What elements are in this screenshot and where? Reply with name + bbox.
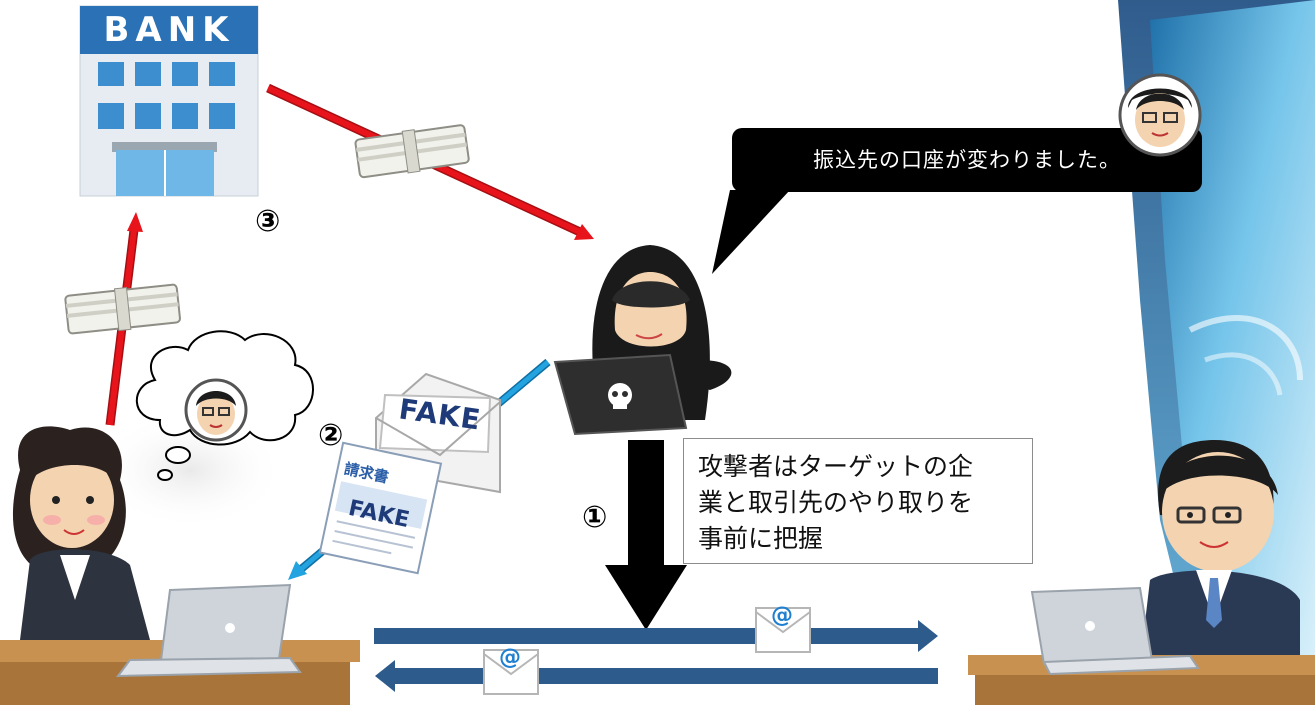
business-partner-icon [968,440,1315,705]
email-envelope-icon [755,607,811,653]
invoice-icon [318,441,443,575]
email-flow-arrows [374,620,938,692]
bank-sign: BANK [80,6,258,54]
step-three-label: ③ [255,204,281,239]
money-bundle-icon [354,124,470,179]
intercept-arrow [605,440,687,630]
note-box: 攻撃者はターゲットの企 業と取引先のやり取りを 事前に把握 [683,438,1033,564]
email-at-symbol: @ [771,603,793,628]
email-envelope-icon [483,649,539,695]
avatar-icon [1118,73,1202,157]
hacker-icon [553,245,732,436]
victim-employee-icon [0,426,360,705]
step-one-label: ① [582,500,608,535]
speech-bubble [712,128,1202,274]
step-two-label: ② [318,418,344,453]
avatar-icon [184,378,248,442]
money-bundle-icon [64,283,181,335]
note-line: 攻撃者はターゲットの企 [698,452,974,481]
note-line: 業と取引先のやり取りを [698,488,974,517]
note-line: 事前に把握 [698,524,824,553]
speech-bubble-text: 振込先の口座が変わりました。 [813,148,1121,172]
email-at-symbol: @ [499,645,521,670]
